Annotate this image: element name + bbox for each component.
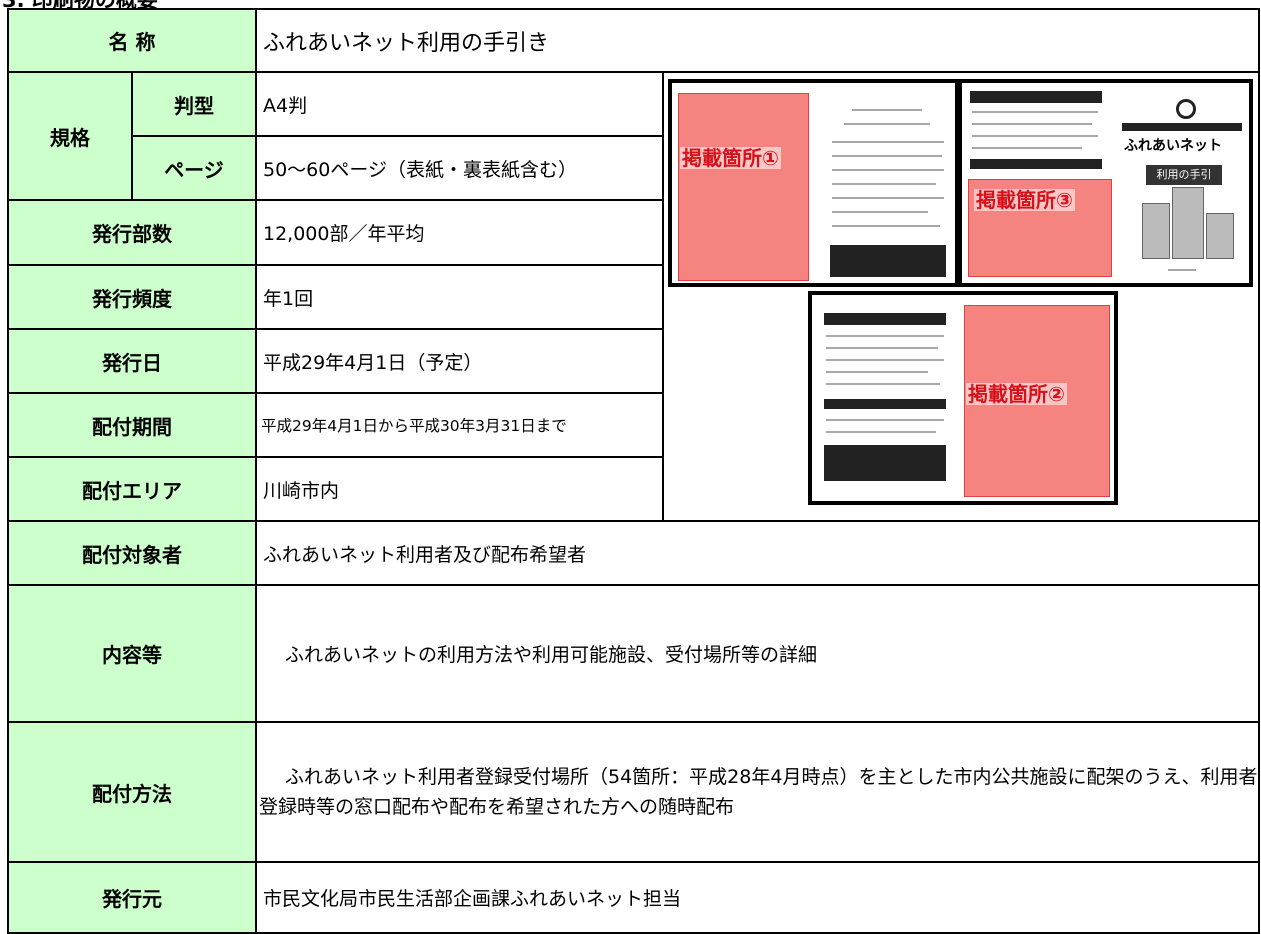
label-name: 名 称 bbox=[7, 8, 257, 73]
label-pages: ページ bbox=[131, 135, 257, 201]
row-size: 規格 判型 A4判 掲載箇所① bbox=[7, 71, 1261, 522]
spot-label-3: 掲載箇所③ bbox=[974, 188, 1075, 212]
value-name: ふれあいネット利用の手引き bbox=[254, 8, 1261, 73]
value-area: 川崎市内 bbox=[255, 456, 664, 522]
value-issue-date: 平成29年4月1日（予定） bbox=[255, 328, 664, 394]
label-size: 判型 bbox=[131, 71, 257, 137]
row-frequency: 発行頻度 年1回 bbox=[7, 264, 1259, 330]
value-content: ふれあいネットの利用方法や利用可能施設、受付場所等の詳細 bbox=[254, 584, 1261, 723]
value-publisher: 市民文化局市民生活部企画課ふれあいネット担当 bbox=[254, 861, 1261, 934]
label-publisher: 発行元 bbox=[7, 861, 257, 934]
brochure-preview: 掲載箇所① 掲載箇所③ bbox=[662, 71, 1261, 522]
value-copies: 12,000部／年平均 bbox=[255, 199, 664, 266]
brochure-page-spread-2: 掲載箇所② bbox=[808, 291, 1118, 505]
label-content: 内容等 bbox=[7, 584, 257, 723]
brochure-page-spread-1: 掲載箇所① bbox=[668, 79, 959, 287]
cover-title: ふれあいネット bbox=[1124, 138, 1222, 154]
value-period: 平成29年4月1日から平成30年3月31日まで bbox=[255, 392, 664, 458]
label-target: 配付対象者 bbox=[7, 520, 257, 586]
label-period: 配付期間 bbox=[7, 392, 257, 458]
row-period: 配付期間 平成29年4月1日から平成30年3月31日まで bbox=[7, 392, 1259, 458]
row-content: 内容等 ふれあいネットの利用方法や利用可能施設、受付場所等の詳細 bbox=[7, 584, 1261, 723]
label-area: 配付エリア bbox=[7, 456, 257, 522]
row-pages: ページ 50～60ページ（表紙・裏表紙含む） bbox=[8, 135, 1259, 201]
highlight-area-1 bbox=[678, 93, 809, 281]
row-method: 配付方法 ふれあいネット利用者登録受付場所（54箇所：平成28年4月時点）を主と… bbox=[7, 721, 1261, 863]
row-copies: 発行部数 12,000部／年平均 bbox=[7, 199, 1259, 266]
value-size: A4判 bbox=[255, 71, 664, 137]
logo-icon bbox=[1176, 99, 1196, 119]
value-method: ふれあいネット利用者登録受付場所（54箇所：平成28年4月時点）を主とした市内公… bbox=[254, 721, 1261, 863]
label-issue-date: 発行日 bbox=[7, 328, 257, 394]
value-frequency: 年1回 bbox=[255, 264, 664, 330]
row-target: 配付対象者 ふれあいネット利用者及び配布希望者 bbox=[7, 520, 1261, 586]
label-spec: 規格 bbox=[7, 71, 133, 201]
brochure-page-spread-3: 掲載箇所③ ふれあいネット 利用の手引 bbox=[958, 79, 1253, 287]
page-header: 3. 印刷物の概要 bbox=[2, 0, 158, 12]
label-frequency: 発行頻度 bbox=[7, 264, 257, 330]
row-publisher: 発行元 市民文化局市民生活部企画課ふれあいネット担当 bbox=[7, 861, 1261, 934]
spec-table: 名 称 ふれあいネット利用の手引き 規格 判型 A4判 掲載箇所① bbox=[7, 8, 1261, 934]
cover-subtitle: 利用の手引 bbox=[1146, 165, 1222, 185]
spot-label-2: 掲載箇所② bbox=[966, 382, 1067, 406]
row-area: 配付エリア 川崎市内 bbox=[7, 456, 1259, 522]
value-pages: 50～60ページ（表紙・裏表紙含む） bbox=[255, 135, 664, 201]
spot-label-1: 掲載箇所① bbox=[680, 146, 781, 170]
value-target: ふれあいネット利用者及び配布希望者 bbox=[254, 520, 1261, 586]
row-name: 名 称 ふれあいネット利用の手引き bbox=[7, 8, 1261, 73]
label-method: 配付方法 bbox=[7, 721, 257, 863]
label-copies: 発行部数 bbox=[7, 199, 257, 266]
row-issue-date: 発行日 平成29年4月1日（予定） bbox=[7, 328, 1259, 394]
